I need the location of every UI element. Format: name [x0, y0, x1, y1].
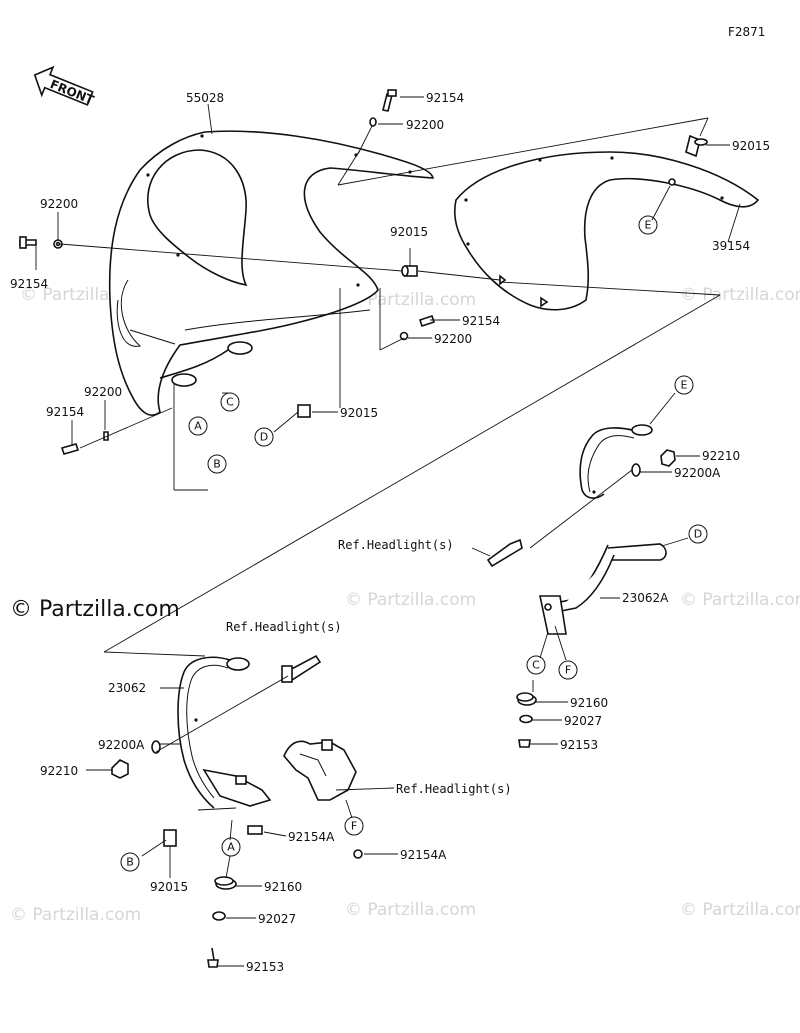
part-label: 92200: [406, 118, 444, 132]
part-label: 92015: [732, 139, 770, 153]
callout-b: B: [120, 852, 140, 872]
part-label: 23062: [108, 681, 146, 695]
callout-a: A: [188, 416, 208, 436]
front-label: FRONT: [48, 77, 97, 107]
callout-b: B: [207, 454, 227, 474]
part-label: 92154: [426, 91, 464, 105]
callout-f: F: [344, 816, 364, 836]
callout-a: A: [221, 837, 241, 857]
svg-text:A: A: [227, 841, 235, 854]
part-label: 92160: [570, 696, 608, 710]
svg-text:A: A: [194, 420, 202, 433]
part-number-labels: 55028 92154 92200 92015 39154 92200 9215…: [10, 91, 770, 974]
callout-c: C: [220, 392, 240, 412]
part-label: 92210: [702, 449, 740, 463]
part-label: 92200A: [98, 738, 145, 752]
watermark-text: © Partzilla.com: [680, 285, 800, 305]
part-label: 92210: [40, 764, 78, 778]
ref-headlight-label: Ref.Headlight(s): [226, 620, 342, 634]
part-label: 92200A: [674, 466, 721, 480]
leader-lines-top: [35, 96, 741, 657]
part-label: 39154: [712, 239, 750, 253]
callout-c: C: [526, 655, 546, 675]
watermark-text: © Partzilla.com: [10, 905, 141, 925]
callout-d: D: [688, 524, 708, 544]
windshield-front-view: [108, 130, 434, 416]
svg-text:D: D: [694, 528, 702, 541]
part-label: 23062A: [622, 591, 669, 605]
part-label: 92200: [84, 385, 122, 399]
watermark-text: © Partzilla.com: [680, 590, 800, 610]
ref-headlight-label: Ref.Headlight(s): [338, 538, 454, 552]
bracket-23062: [177, 656, 357, 809]
callout-f: F: [558, 660, 578, 680]
copyright-text: © Partzilla.com: [10, 597, 180, 622]
callout-circles: A B C D E E D C F A B F: [120, 215, 708, 872]
part-label: 92015: [390, 225, 428, 239]
fasteners-left: [111, 654, 363, 968]
part-label: 92160: [264, 880, 302, 894]
part-label: 92027: [564, 714, 602, 728]
figure-code: F2871: [728, 25, 765, 39]
leader-lines-right: [471, 392, 700, 745]
part-label: 92154A: [288, 830, 335, 844]
fasteners-right: [486, 449, 676, 748]
part-label: 55028: [186, 91, 224, 105]
callout-e: E: [674, 375, 694, 395]
watermark-text: © Partzilla.com: [345, 900, 476, 920]
front-arrow-icon: FRONT: [33, 65, 97, 108]
ref-headlight-label: Ref.Headlight(s): [396, 782, 512, 796]
bracket-23062A: [539, 424, 667, 635]
part-label: 92154: [46, 405, 84, 419]
svg-text:D: D: [260, 431, 268, 444]
part-label: 92154: [462, 314, 500, 328]
svg-text:B: B: [126, 856, 134, 869]
fasteners-top: [19, 89, 708, 455]
part-label: 92015: [150, 880, 188, 894]
reference-labels: Ref.Headlight(s) Ref.Headlight(s) Ref.He…: [226, 538, 512, 796]
svg-text:F: F: [351, 820, 357, 833]
part-label: 92200: [40, 197, 78, 211]
svg-text:C: C: [226, 396, 234, 409]
part-label: 92154: [10, 277, 48, 291]
svg-text:E: E: [645, 219, 652, 232]
part-label: 92015: [340, 406, 378, 420]
watermark-text: © Partzilla.com: [345, 290, 476, 310]
watermarks: © Partzilla.com © Partzilla.com © Partzi…: [10, 285, 800, 925]
svg-text:C: C: [532, 659, 540, 672]
svg-text:E: E: [681, 379, 688, 392]
svg-text:F: F: [565, 664, 571, 677]
watermark-text: © Partzilla.com: [345, 590, 476, 610]
part-label: 92154A: [400, 848, 447, 862]
callout-d: D: [254, 427, 274, 447]
part-label: 92153: [246, 960, 284, 974]
watermark-text: © Partzilla.com: [680, 900, 800, 920]
leader-lines-left: [86, 675, 398, 967]
svg-text:B: B: [213, 458, 221, 471]
part-label: 92200: [434, 332, 472, 346]
part-label: 92153: [560, 738, 598, 752]
callout-e: E: [638, 215, 658, 235]
part-label: 92027: [258, 912, 296, 926]
